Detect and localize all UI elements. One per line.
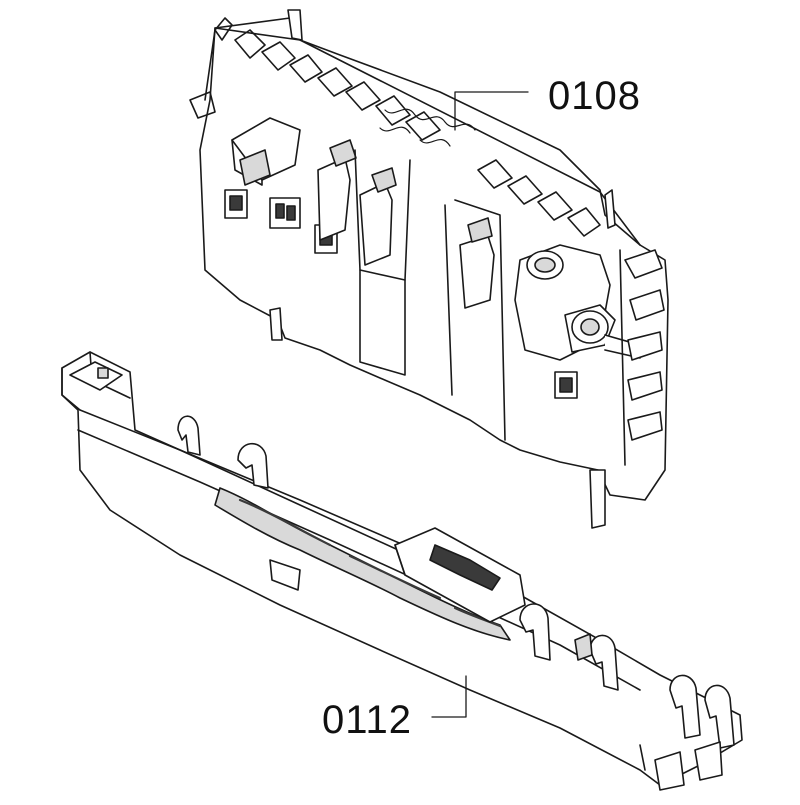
top-connector-row [235, 30, 600, 236]
electronic-control-module [190, 10, 668, 528]
callout-0108: 0108 [548, 74, 641, 118]
control-panel-bracket [62, 352, 742, 790]
leader-line-0112 [432, 676, 466, 717]
actuator-motor [515, 245, 640, 398]
right-edge-connectors [620, 250, 664, 465]
retaining-hooks [178, 416, 734, 748]
leader-line-0108 [455, 92, 528, 130]
leader-lines [432, 92, 528, 717]
callout-0112: 0112 [322, 698, 413, 742]
